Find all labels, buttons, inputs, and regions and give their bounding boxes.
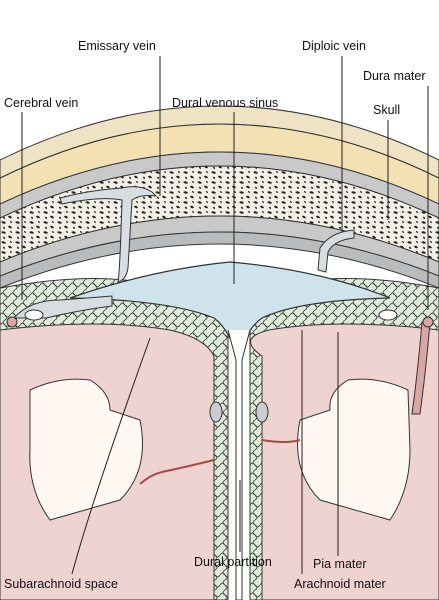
- dural-partition: [227, 329, 251, 600]
- label-arachnoid-mater: Arachnoid mater: [294, 577, 386, 591]
- label-diploic-vein: Diploic vein: [302, 39, 366, 53]
- emissary-vein-shape: [59, 186, 158, 283]
- dural-venous-sinus-shape: [69, 261, 391, 361]
- diploic-vein-shape: [317, 229, 355, 273]
- artery-left: [6, 316, 18, 328]
- vein-crosssection-left: [24, 309, 44, 321]
- scalp-band: [0, 105, 439, 179]
- label-dural-partition: Dural partition: [194, 555, 272, 569]
- vein-crosssection-right: [378, 309, 398, 321]
- white-matter-right: [297, 378, 411, 521]
- label-dural-venous-sinus: Dural venous sinus: [172, 96, 279, 110]
- label-cerebral-vein: Cerebral vein: [4, 96, 79, 110]
- artery-right: [422, 316, 434, 328]
- label-subarachnoid-space: Subarachnoid space: [4, 577, 118, 591]
- white-matter-left: [29, 378, 143, 521]
- vessel-in-sulcus-right: [255, 401, 269, 423]
- leader-lines: [21, 56, 429, 575]
- cerebral-vein-right: [411, 321, 431, 415]
- label-skull: Skull: [373, 103, 401, 117]
- sulcal-vessel-right: [261, 439, 301, 443]
- vessel-in-sulcus-left: [209, 401, 223, 423]
- label-pia-mater: Pia mater: [313, 557, 367, 571]
- label-emissary-vein: Emissary vein: [78, 39, 156, 53]
- label-dura-mater: Dura mater: [363, 69, 426, 83]
- sulcal-vessel-left: [139, 459, 215, 485]
